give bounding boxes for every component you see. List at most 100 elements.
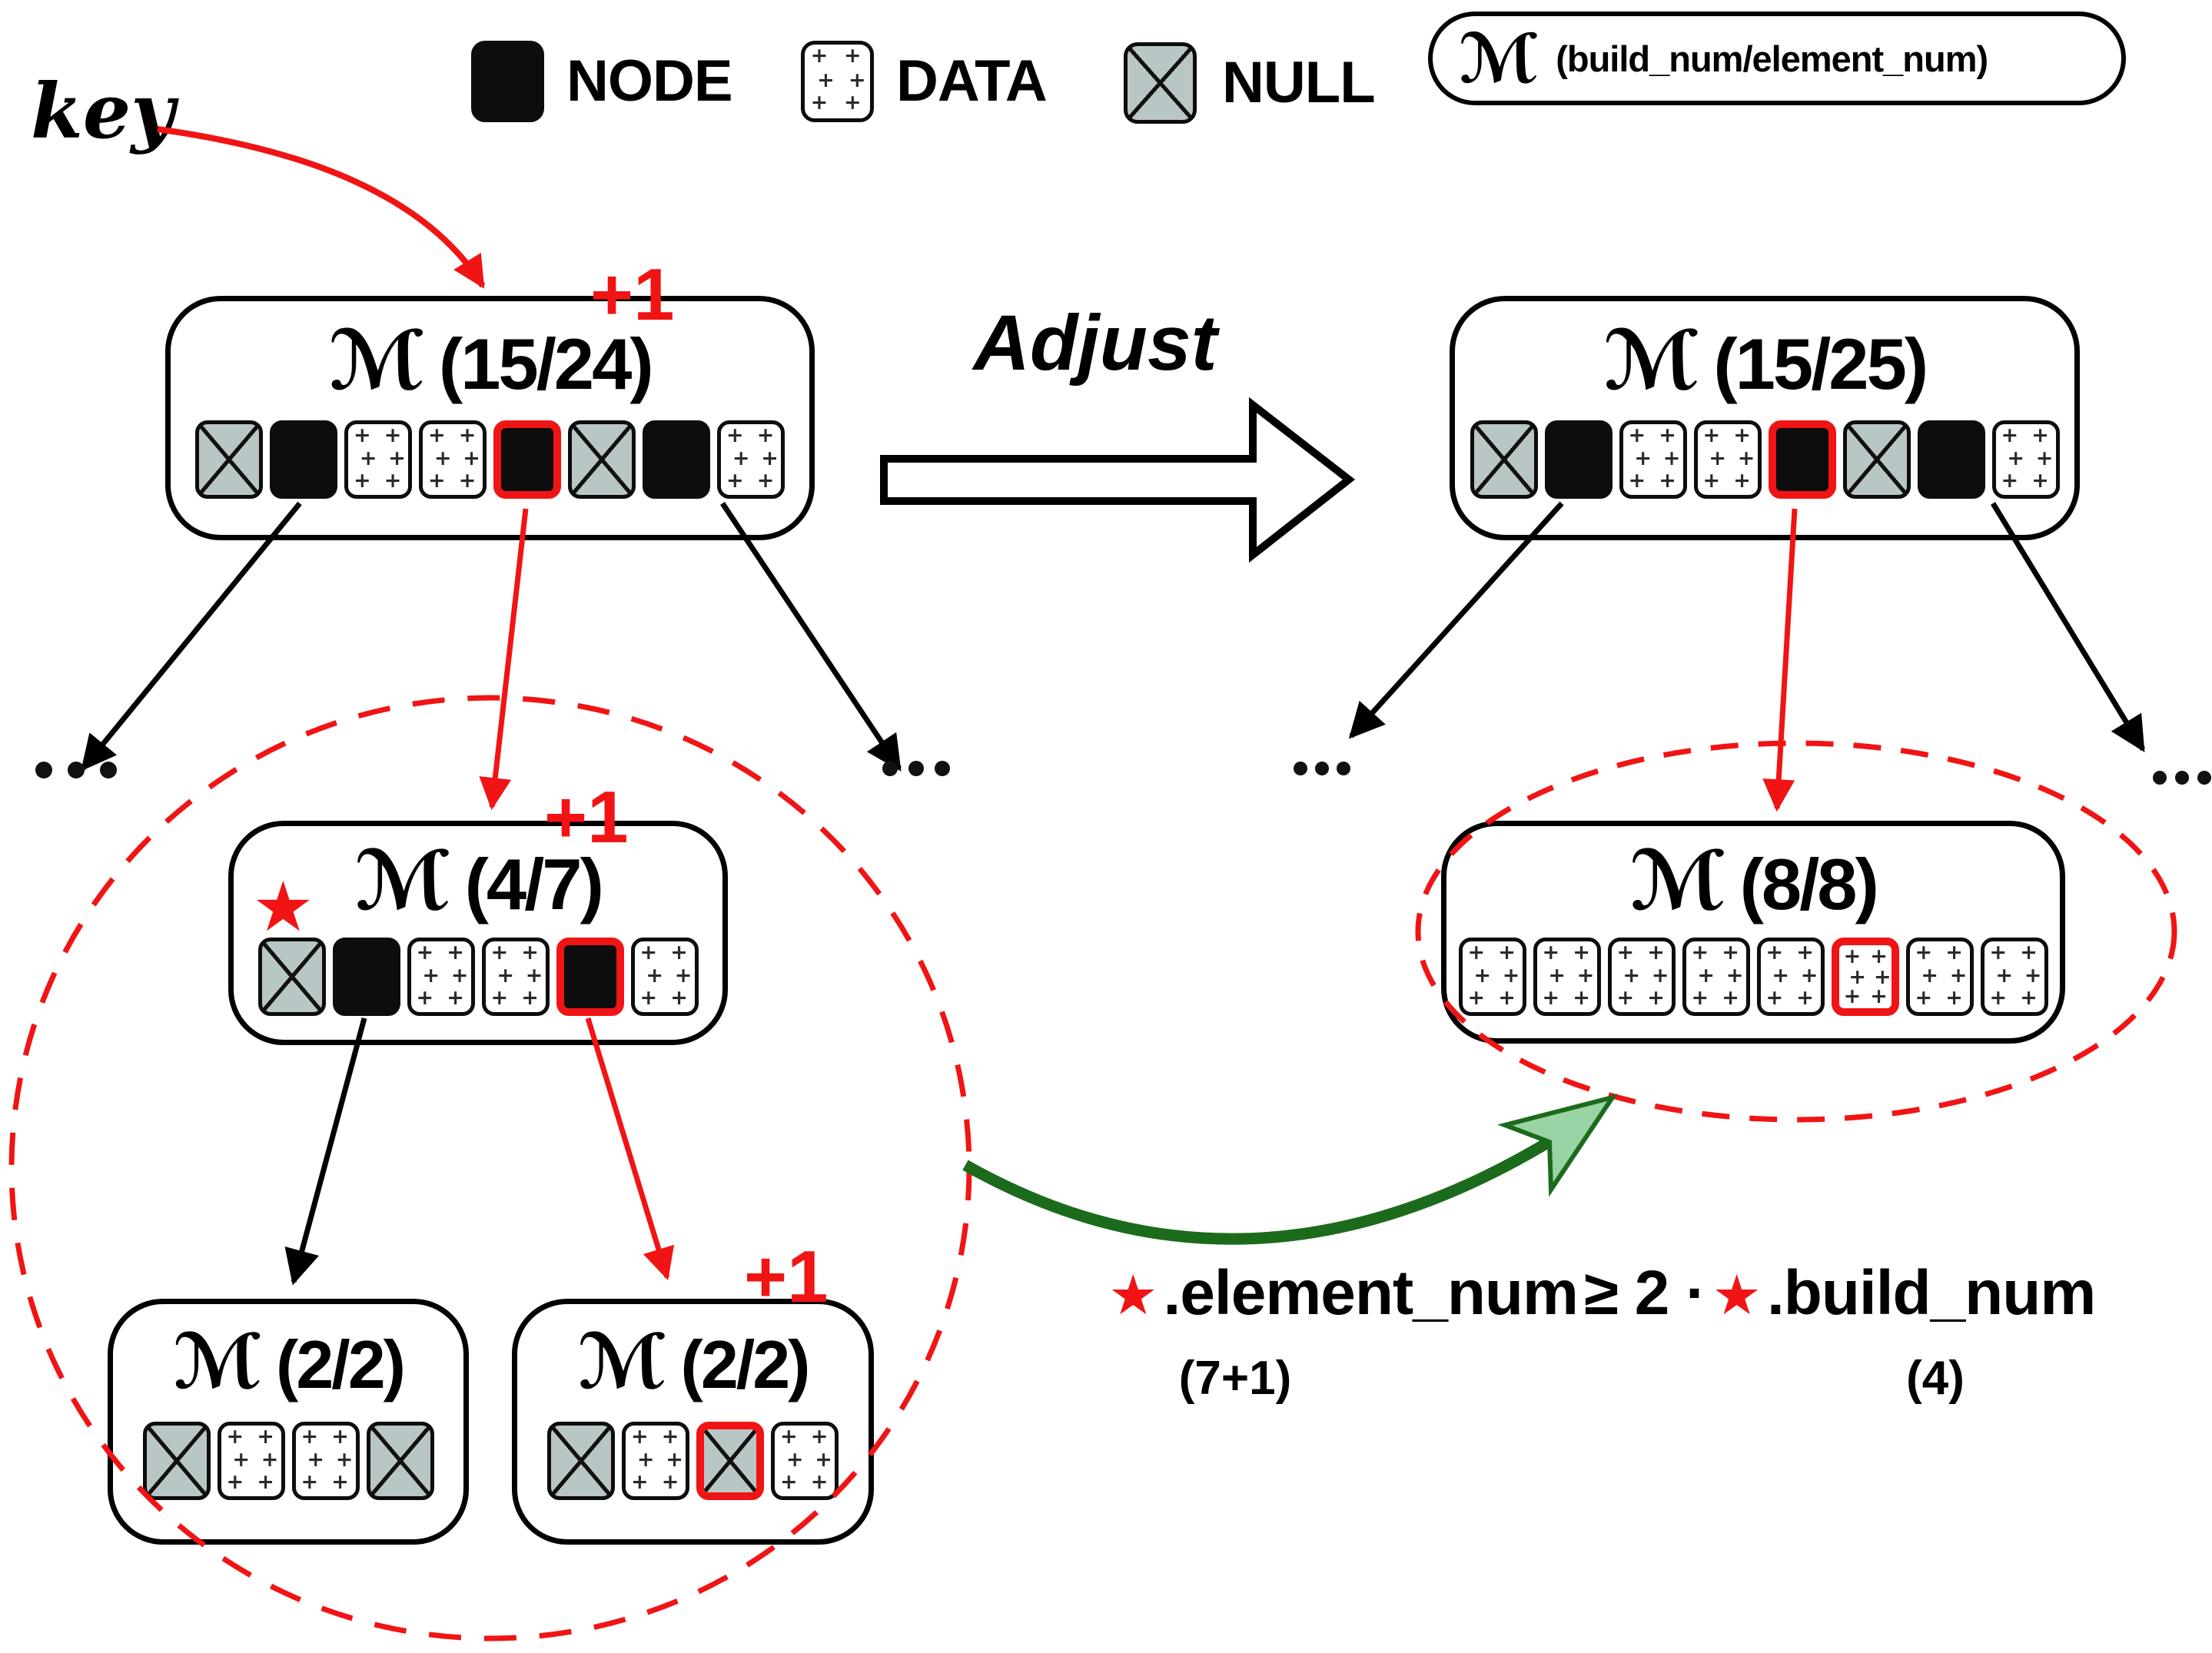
plus-mark: + <box>1498 985 1516 1010</box>
merge-arrow-head <box>1497 1094 1618 1197</box>
cell-null <box>696 1422 764 1500</box>
plus-mark: + <box>1634 446 1652 471</box>
legend-null-label: NULL <box>1222 50 1376 115</box>
plus-mark: + <box>1628 423 1646 447</box>
cell-node <box>643 420 710 499</box>
plus-mark: + <box>458 468 477 493</box>
cell-data: ++++++ <box>622 1422 689 1500</box>
plus-mark: + <box>447 985 464 1010</box>
plus-mark: + <box>307 1448 324 1472</box>
plus-mark: + <box>458 423 477 447</box>
plus-mark: + <box>2020 940 2038 964</box>
plus-mark: + <box>848 68 866 92</box>
plus-mark: + <box>428 423 446 447</box>
formula-rhs-note: (4) <box>1906 1352 1965 1405</box>
plus-mark: + <box>257 1469 274 1494</box>
node-mid-before-cells: ++++++++++++++++++ <box>257 938 699 1016</box>
plus-mark: + <box>732 446 750 471</box>
plus-mark: + <box>636 1448 655 1472</box>
edge-mid-left-child <box>284 1017 367 1286</box>
node-root-before-cells: ++++++++++++++++++ <box>195 420 785 499</box>
plus-mark: + <box>1662 446 1681 471</box>
cell-data: ++++++ <box>481 938 550 1016</box>
plus-mark: + <box>1697 964 1715 988</box>
cell-null <box>195 420 263 499</box>
plus-mark: + <box>521 940 539 964</box>
plus-mark: + <box>1691 940 1709 964</box>
plus-mark: + <box>631 1424 649 1449</box>
plus-mark: + <box>810 43 829 68</box>
adjust-arrow <box>880 397 1356 563</box>
plus-mark: + <box>384 423 402 447</box>
plus-mark: + <box>1573 940 1590 964</box>
node-merged-after-cells: ++++++++++++++++++++++++++++++++++++++++… <box>1458 938 2048 1016</box>
cell-null <box>568 420 636 499</box>
star-icon: ★ <box>1712 1263 1762 1327</box>
plus-mark: + <box>384 468 402 493</box>
plus-mark: + <box>1576 964 1595 988</box>
m-counts: (15/24) <box>438 324 654 404</box>
plus-mark: + <box>1702 468 1721 493</box>
plus-mark: + <box>844 91 862 115</box>
plus-mark: + <box>1542 985 1560 1010</box>
marked-node-star-icon: ★ <box>252 867 314 948</box>
ellipsis-right-tree-right <box>2153 771 2211 785</box>
plus-mark: + <box>463 446 480 471</box>
plus-mark: + <box>810 1424 829 1449</box>
legend-data-icon: ++++++ <box>801 41 874 122</box>
plus-mark: + <box>525 964 543 988</box>
star-icon: ★ <box>1108 1263 1158 1327</box>
plus-mark: + <box>416 985 434 1010</box>
plus-mark: + <box>639 940 658 964</box>
m-glyph: ℳ <box>354 832 451 928</box>
cell-data: ++++++ <box>1831 938 1899 1016</box>
plus-mark: + <box>1772 964 1789 988</box>
plus-mark: + <box>1843 984 1862 1009</box>
cell-data: ++++++ <box>717 420 785 499</box>
cell-null <box>547 1422 615 1500</box>
formula-lhs-note: (7+1) <box>1178 1352 1292 1405</box>
plus-mark: + <box>670 985 688 1010</box>
cell-node <box>493 420 561 499</box>
plus-mark: + <box>257 1424 274 1449</box>
cell-data: ++++++ <box>1619 420 1687 499</box>
ellipsis-left-subtrees <box>35 762 117 778</box>
cell-data: ++++++ <box>1533 938 1601 1016</box>
plus-mark: + <box>335 1448 354 1472</box>
node-child-right: ℳ (2/2) ++++++++++++ <box>512 1299 874 1545</box>
node-child-left: ℳ (2/2) ++++++++++++ <box>108 1299 469 1545</box>
plus-mark: + <box>1796 940 1814 964</box>
plus-mark: + <box>726 468 744 493</box>
legend-data-label: DATA <box>896 48 1048 114</box>
cell-null <box>1842 420 1911 499</box>
node-root-before: ℳ (15/24) ++++++++++++++++++ <box>165 296 815 540</box>
cell-data: ++++++ <box>344 420 412 499</box>
edge-root-left-child <box>81 501 302 772</box>
plus-mark: + <box>1647 985 1665 1010</box>
plus-mark: + <box>810 1469 829 1494</box>
key-arrow <box>157 126 486 289</box>
edge-root-after-right-child <box>1991 502 2145 752</box>
plus-mark: + <box>1921 964 1938 988</box>
plus-mark: + <box>1542 940 1560 964</box>
plus-mark: + <box>646 964 663 988</box>
plus-mark: + <box>447 940 464 964</box>
plus-mark: + <box>1765 940 1784 964</box>
plus-mark: + <box>2001 423 2019 447</box>
plus-mark: + <box>810 91 829 115</box>
plus-mark: + <box>1765 985 1784 1010</box>
plus-mark: + <box>1616 985 1635 1010</box>
plus-one-mid: +1 <box>544 776 629 858</box>
plus-mark: + <box>1737 446 1755 471</box>
plus-mark: + <box>1733 468 1751 493</box>
legend-node-label: NODE <box>566 48 733 114</box>
plus-mark: + <box>1659 423 1676 447</box>
cell-data: ++++++ <box>291 1422 360 1500</box>
m-glyph: ℳ <box>328 312 425 408</box>
plus-mark: + <box>1949 964 1968 988</box>
plus-mark: + <box>631 1469 649 1494</box>
plus-mark: + <box>422 964 440 988</box>
cell-null <box>366 1422 434 1500</box>
cell-node <box>1917 420 1985 499</box>
cell-data: ++++++ <box>407 938 475 1016</box>
